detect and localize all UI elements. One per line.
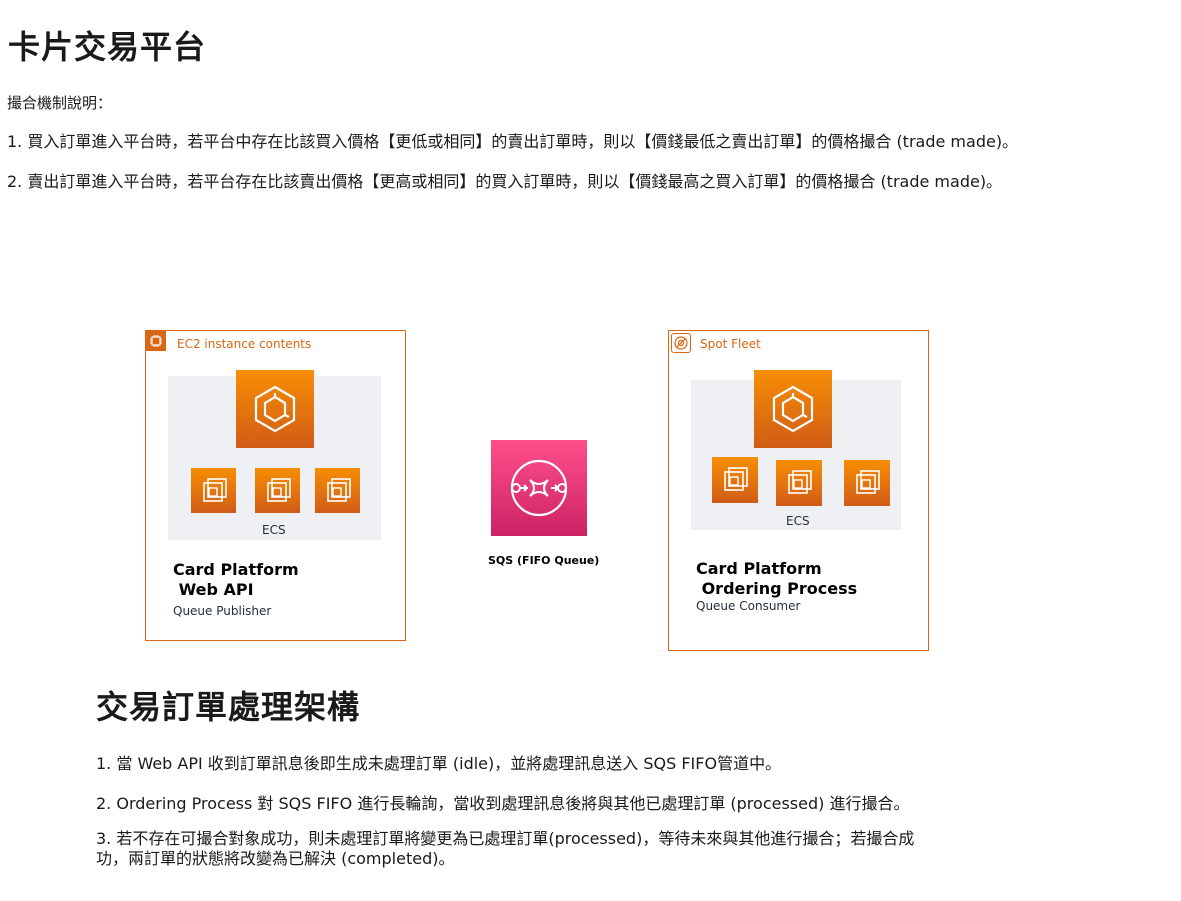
ecs-cluster: ECS: [691, 370, 901, 530]
spot-fleet-label: Spot Fleet: [700, 337, 761, 351]
section-title: 交易訂單處理架構: [96, 688, 361, 726]
ec2-instance-icon: [712, 457, 758, 503]
page-title: 卡片交易平台: [8, 28, 207, 66]
sqs-queue-icon: [491, 440, 587, 536]
spot-fleet-group: Spot Fleet ECS Card Platform Ordering Pr…: [668, 330, 929, 651]
step-2: 2. Ordering Process 對 SQS FIFO 進行長輪詢，當收到…: [96, 794, 910, 813]
ec2-instance-icon: [315, 468, 360, 513]
ec2-instance-contents-icon: [146, 331, 166, 351]
ecs-cluster: ECS: [168, 370, 381, 540]
step-1: 1. 當 Web API 收到訂單訊息後即生成未處理訂單 (idle)，並將處理…: [96, 754, 782, 773]
rule-2: 2. 賣出訂單進入平台時，若平台存在比該賣出價格【更高或相同】的買入訂單時，則以…: [7, 172, 1003, 191]
web-api-subtitle: Queue Publisher: [173, 604, 272, 618]
spot-fleet-icon: [671, 333, 691, 353]
web-api-title: Card Platform Web API: [173, 560, 299, 599]
ordering-process-subtitle: Queue Consumer: [696, 599, 801, 613]
ec2-group-label: EC2 instance contents: [177, 337, 312, 351]
ecs-cluster-label: ECS: [262, 523, 286, 537]
ecs-service-icon: [236, 370, 314, 448]
intro-text: 撮合機制說明：: [7, 94, 113, 112]
ecs-cluster-label: ECS: [786, 514, 810, 528]
rule-1: 1. 買入訂單進入平台時，若平台中存在比該買入價格【更低或相同】的賣出訂單時，則…: [7, 132, 1019, 151]
sqs-queue-label: SQS (FIFO Queue): [488, 554, 600, 567]
step-3: 3. 若不存在可撮合對象成功，則未處理訂單將變更為已處理訂單(processed…: [96, 829, 915, 868]
ec2-instance-icon: [191, 468, 236, 513]
ordering-process-title: Card Platform Ordering Process: [696, 559, 858, 598]
ecs-service-icon: [754, 370, 832, 448]
ec2-instance-icon: [776, 460, 822, 506]
ec2-instance-icon: [255, 468, 300, 513]
ec2-instance-icon: [844, 460, 890, 506]
ec2-instance-contents-group: EC2 instance contents ECS Card Platform …: [145, 330, 406, 641]
